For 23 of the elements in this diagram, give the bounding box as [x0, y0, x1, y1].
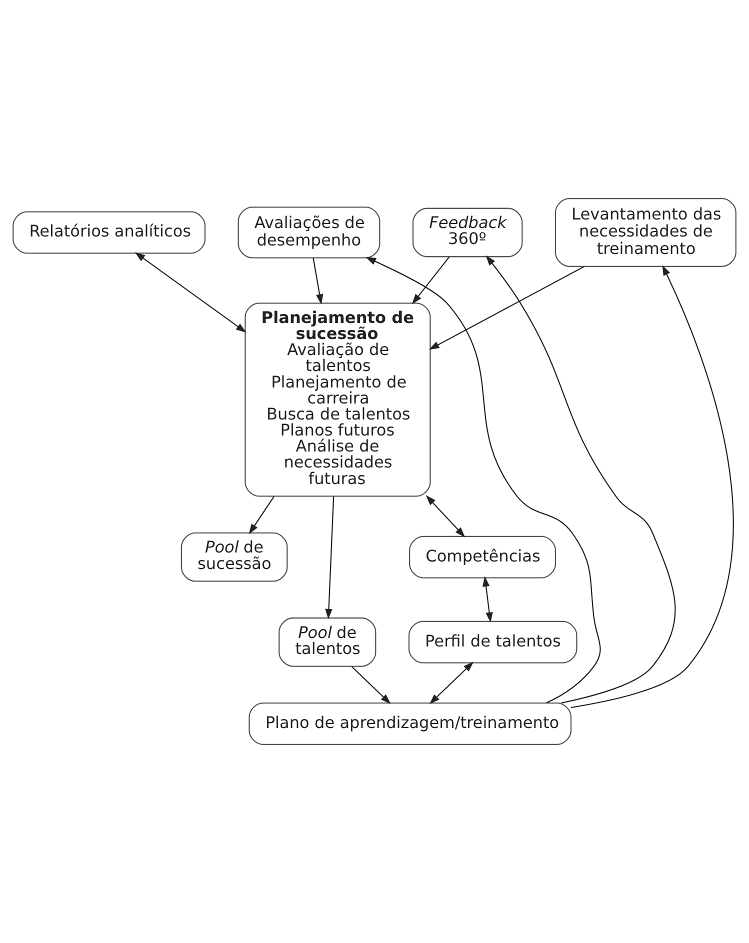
node-box: Avaliações de desempenho [238, 206, 380, 258]
node-box: Competências [408, 536, 556, 578]
node-box: Perfil de talentos [408, 620, 578, 664]
node-box: Plano de aprendizagem/treinamento [248, 702, 572, 745]
arrow [426, 495, 466, 538]
arrow [248, 496, 274, 534]
arrow [351, 666, 391, 704]
arrow [482, 576, 493, 623]
arrow [366, 257, 601, 704]
node-box: Pool de sucessão [180, 532, 288, 582]
arrow [312, 258, 324, 305]
node-box: Planejamento de sucessão Avaliação de talentos Planejamento de carreira Busca de talentos Planos futuros Análise de necessidades futuras [244, 302, 431, 497]
arrow [428, 266, 585, 350]
arrow [570, 265, 734, 708]
node-box: Relatórios analíticos [12, 211, 206, 254]
node-box: Feedback 360º [412, 208, 523, 258]
node-box: Levantamento das necessidades de treinamento [554, 198, 736, 267]
arrow [134, 252, 246, 333]
arrow [412, 256, 450, 304]
arrow [486, 255, 676, 704]
node-box: Pool de talentos [278, 617, 376, 667]
arrow [429, 662, 474, 704]
arrow [325, 496, 334, 620]
